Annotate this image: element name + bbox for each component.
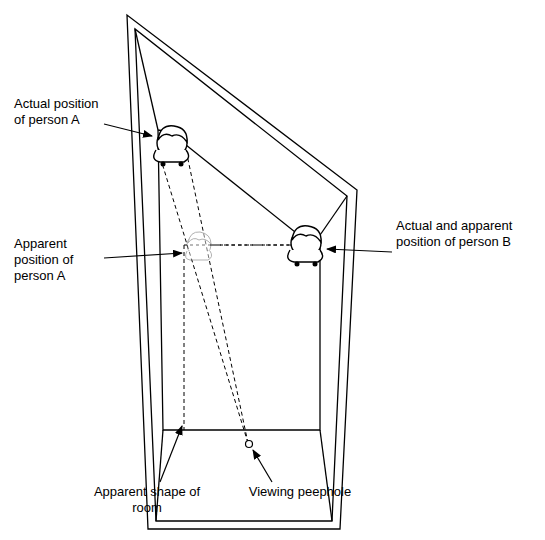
viewing-peephole [246, 441, 253, 448]
person-a-actual [154, 126, 189, 167]
callout-label: Viewing peephole [230, 484, 370, 500]
person-b [288, 226, 323, 267]
callout-label: Apparent position of person A [14, 236, 106, 284]
callout-label: Actual position of person A [14, 96, 106, 128]
room-walls [127, 15, 357, 529]
callout-label: Actual and apparent position of person B [396, 218, 536, 250]
sight-lines [158, 150, 320, 443]
person-a-apparent [186, 232, 212, 260]
leader-arrows [104, 124, 392, 482]
callout-label: Apparent shape of room [92, 484, 202, 516]
